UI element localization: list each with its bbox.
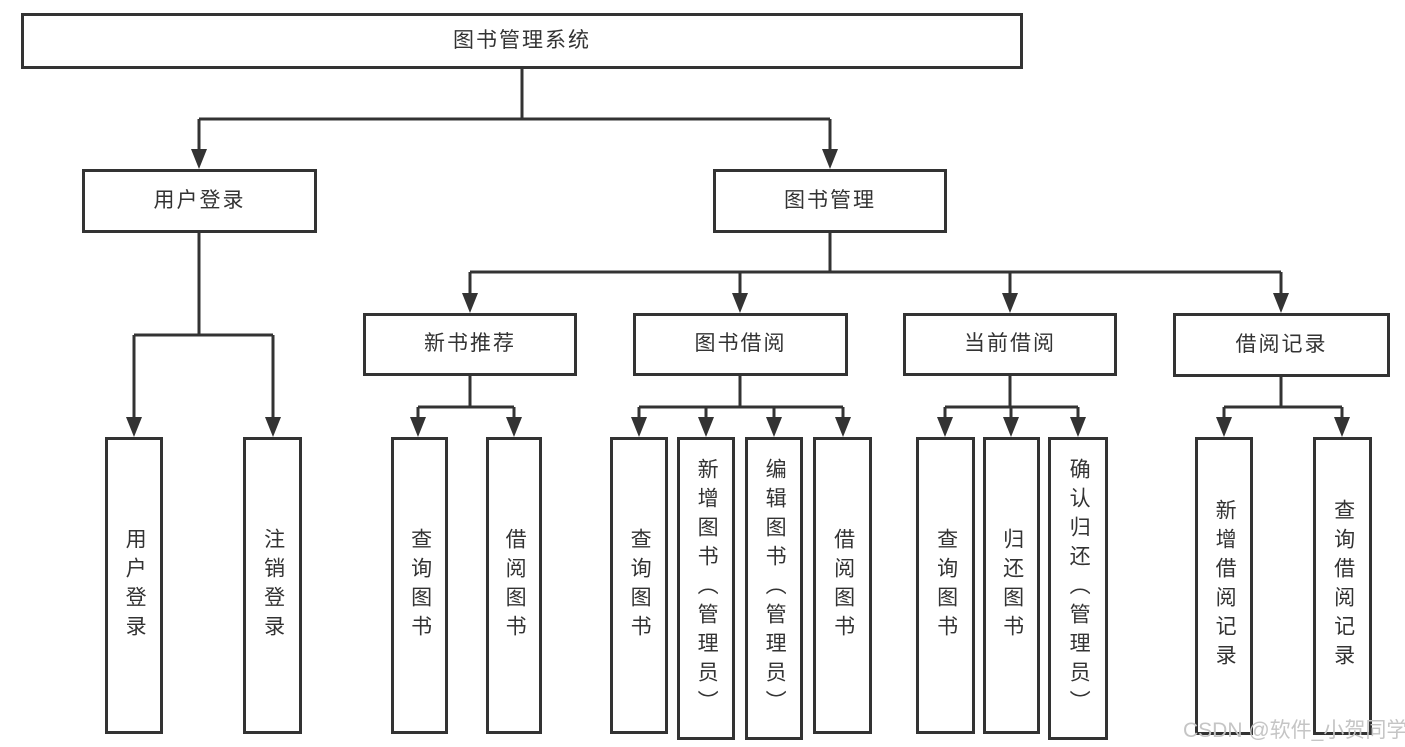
node-user-login: 用户登录 [82, 169, 317, 233]
node-confirm-return-admin: 确认归还（管理员） [1048, 437, 1108, 740]
node-system-root: 图书管理系统 [21, 13, 1023, 69]
node-recommend-query-books: 查询图书 [391, 437, 448, 734]
arrowhead-icon [698, 417, 714, 437]
arrowhead-icon [822, 149, 838, 169]
node-add-books-admin: 新增图书（管理员） [677, 437, 735, 740]
node-login-leaf: 用户登录 [105, 437, 163, 734]
node-edit-books-admin: 编辑图书（管理员） [745, 437, 803, 740]
node-add-borrow-record: 新增借阅记录 [1195, 437, 1253, 735]
node-query-borrow-record: 查询借阅记录 [1313, 437, 1372, 735]
arrowhead-icon [126, 417, 142, 437]
csdn-watermark: CSDN @软件_小贺同学 [1183, 719, 1405, 742]
node-book-borrow: 图书借阅 [633, 313, 848, 376]
arrowhead-icon [1216, 417, 1232, 437]
arrowhead-icon [1273, 293, 1289, 313]
connector-shafts [132, 69, 1344, 420]
arrowhead-icon [191, 149, 207, 169]
arrowhead-icon [835, 417, 851, 437]
node-borrow-query-books: 查询图书 [610, 437, 668, 734]
arrowhead-icon [506, 417, 522, 437]
node-logout-leaf: 注销登录 [243, 437, 302, 734]
arrowhead-icon [1003, 417, 1019, 437]
arrowhead-icon [265, 417, 281, 437]
arrowhead-icon [631, 417, 647, 437]
arrowhead-icon [732, 293, 748, 313]
node-new-book-recommend: 新书推荐 [363, 313, 577, 376]
arrowhead-icon [1334, 417, 1350, 437]
node-current-borrow: 当前借阅 [903, 313, 1117, 376]
node-borrow-records: 借阅记录 [1173, 313, 1390, 377]
arrowhead-icon [1070, 417, 1086, 437]
arrowhead-icon [410, 417, 426, 437]
arrowhead-icon [937, 417, 953, 437]
node-borrow-books-leaf: 借阅图书 [813, 437, 872, 734]
node-return-books: 归还图书 [983, 437, 1040, 734]
arrowhead-icon [1002, 293, 1018, 313]
node-current-query-books: 查询图书 [916, 437, 975, 734]
arrowhead-icon [766, 417, 782, 437]
arrowhead-icon [462, 293, 478, 313]
node-recommend-borrow-books: 借阅图书 [486, 437, 542, 734]
node-book-management: 图书管理 [713, 169, 947, 233]
